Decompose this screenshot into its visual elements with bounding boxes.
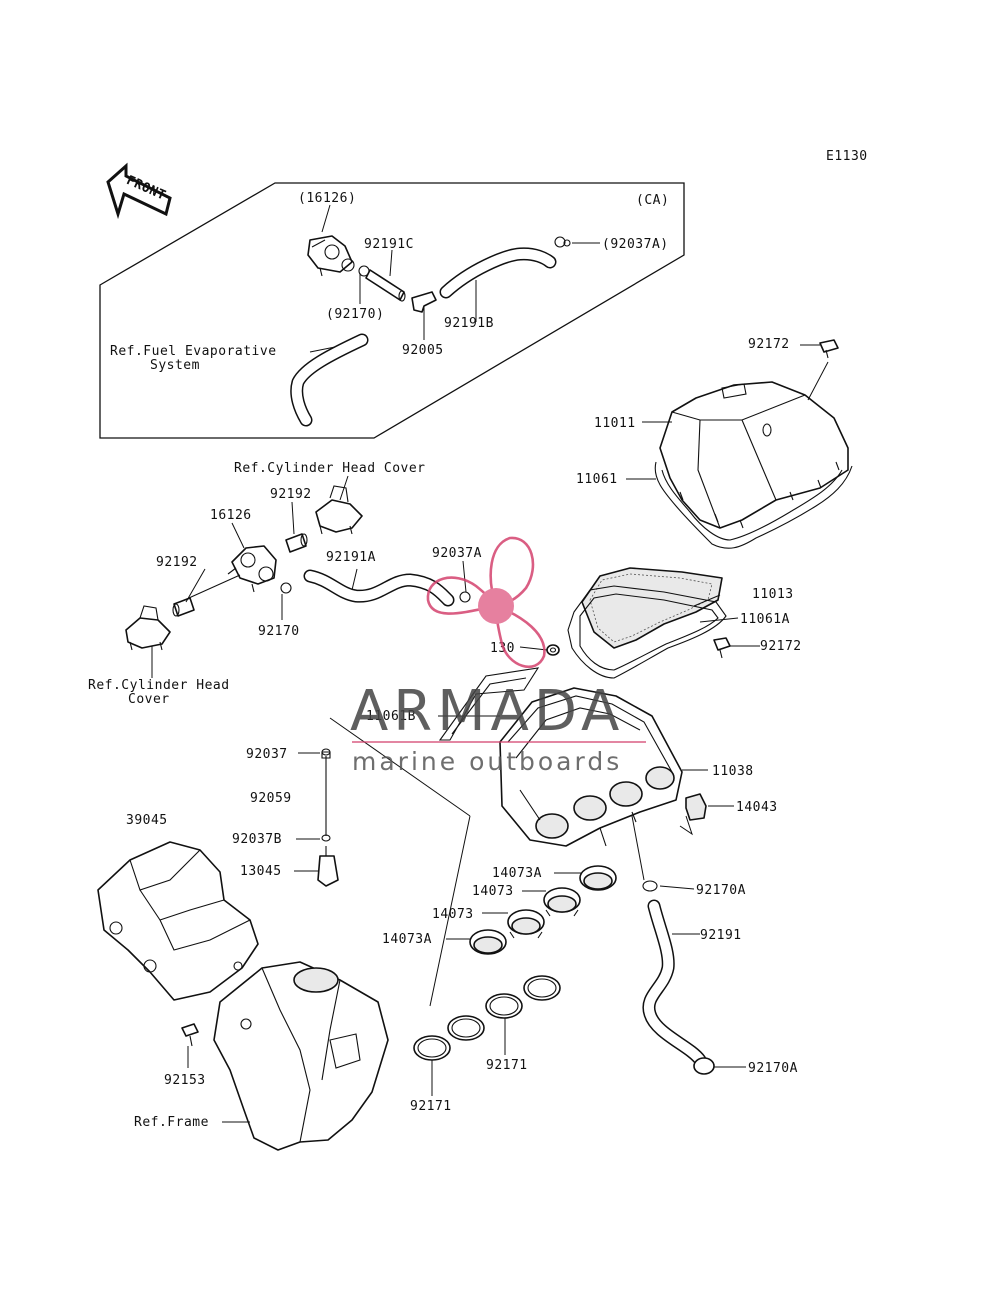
label-11013: 11013 — [752, 587, 794, 602]
propeller-logo-icon — [426, 536, 546, 668]
ref-cylinder-head-cover-top — [315, 485, 363, 535]
air-cleaner-housing-11038 — [499, 687, 683, 847]
clamp-92170a-upper — [642, 880, 658, 892]
grommet-130 — [546, 644, 560, 656]
armada-watermark: ARMADA marine outboards — [350, 536, 646, 776]
clamp-92037a — [459, 591, 471, 603]
label-92192-b: 92192 — [156, 555, 198, 570]
label-ref-fuel-evap-line2: System — [150, 358, 200, 373]
plug-13045 — [317, 846, 339, 887]
hose-92191a — [303, 569, 455, 607]
screw-92172-mid — [713, 637, 731, 659]
ca-fuel-evap-hose — [290, 333, 369, 427]
label-13045: 13045 — [240, 864, 282, 879]
label-92170-paren: (92170) — [326, 307, 384, 322]
intake-duct-14073a-upper — [579, 865, 617, 891]
cap-14043 — [685, 793, 707, 821]
label-11038: 11038 — [712, 764, 754, 779]
label-92037a: 92037A — [432, 546, 482, 561]
duct-seal-11061b — [438, 667, 540, 741]
air-filter-element-11013 — [581, 567, 723, 649]
ca-label: (CA) — [636, 193, 669, 208]
clamp-92171-b — [485, 993, 523, 1019]
intake-duct-14073-lower — [507, 909, 545, 939]
clamp-92171-a — [523, 975, 561, 1001]
label-92037a-paren: (92037A) — [602, 237, 669, 252]
air-cleaner-upper-cover-11011 — [659, 381, 849, 529]
label-92191b: 92191B — [444, 316, 494, 331]
label-92191c: 92191C — [364, 237, 414, 252]
label-92153: 92153 — [164, 1073, 206, 1088]
label-ref-cylinder-head-line2: Cover — [128, 692, 170, 707]
clamp-92170 — [280, 582, 292, 594]
watermark-brand: ARMADA — [350, 679, 624, 744]
label-92192-a: 92192 — [270, 487, 312, 502]
label-92171-a: 92171 — [486, 1058, 528, 1073]
label-16126: 16126 — [210, 508, 252, 523]
label-92037: 92037 — [246, 747, 288, 762]
clamp-92171-c — [447, 1015, 485, 1041]
ca-hose-92191b — [439, 247, 557, 299]
hose-92192-lower — [172, 597, 195, 617]
label-14043: 14043 — [736, 800, 778, 815]
label-92037b: 92037B — [232, 832, 282, 847]
intake-duct-14073a-lower — [469, 929, 507, 955]
label-92172-mid: 92172 — [760, 639, 802, 654]
label-92172-top: 92172 — [748, 337, 790, 352]
screw-92172-top — [819, 339, 839, 359]
label-ref-cylinder-head-line1: Ref.Cylinder Head — [88, 678, 230, 693]
clamp-92170a-lower — [693, 1057, 715, 1075]
label-92191a: 92191A — [326, 550, 376, 565]
label-14073-b: 14073 — [432, 907, 474, 922]
label-39045: 39045 — [126, 813, 168, 828]
label-92170a-a: 92170A — [696, 883, 746, 898]
clamp-92037 — [321, 748, 331, 756]
air-switching-valve-16126 — [227, 545, 277, 593]
label-11061: 11061 — [576, 472, 618, 487]
ca-hose-92191c — [365, 269, 406, 302]
label-92005: 92005 — [402, 343, 444, 358]
label-92170: 92170 — [258, 624, 300, 639]
watermark-tagline: marine outboards — [352, 747, 622, 776]
clamp-92171-d — [413, 1035, 451, 1061]
bracket-39045 — [97, 841, 259, 1001]
gasket-11061 — [654, 461, 853, 549]
gasket-11061a — [567, 585, 727, 679]
label-ref-cylinder-head-cover-top: Ref.Cylinder Head Cover — [234, 461, 426, 476]
label-16126-paren: (16126) — [298, 191, 356, 206]
drain-hose-92191 — [642, 899, 707, 1067]
label-11011: 11011 — [594, 416, 636, 431]
label-14073-a: 14073 — [472, 884, 514, 899]
label-14073a-a: 14073A — [492, 866, 542, 881]
front-arrow-icon: FRONT — [106, 162, 172, 220]
label-11061a: 11061A — [740, 612, 790, 627]
ref-cylinder-head-cover-left — [125, 605, 171, 651]
label-ref-fuel-evap-line1: Ref.Fuel Evaporative — [110, 344, 277, 359]
hose-92192-upper — [285, 533, 308, 553]
label-92059: 92059 — [250, 791, 292, 806]
ca-clamp-92037a — [554, 236, 571, 248]
ca-detail-box — [99, 182, 685, 439]
ca-air-valve — [307, 235, 355, 277]
intake-duct-14073-upper — [543, 887, 581, 917]
label-11061b: 11061B — [366, 709, 416, 724]
ref-frame — [213, 961, 389, 1151]
label-92170a-b: 92170A — [748, 1061, 798, 1076]
diagram-code: E1130 — [826, 149, 868, 164]
label-ref-frame: Ref.Frame — [134, 1115, 209, 1130]
bolt-92153 — [181, 1023, 199, 1047]
label-92171-b: 92171 — [410, 1099, 452, 1114]
clamp-92037b — [321, 834, 331, 842]
breather-hose-92059 — [321, 751, 331, 836]
label-92191: 92191 — [700, 928, 742, 943]
label-14073a-b: 14073A — [382, 932, 432, 947]
